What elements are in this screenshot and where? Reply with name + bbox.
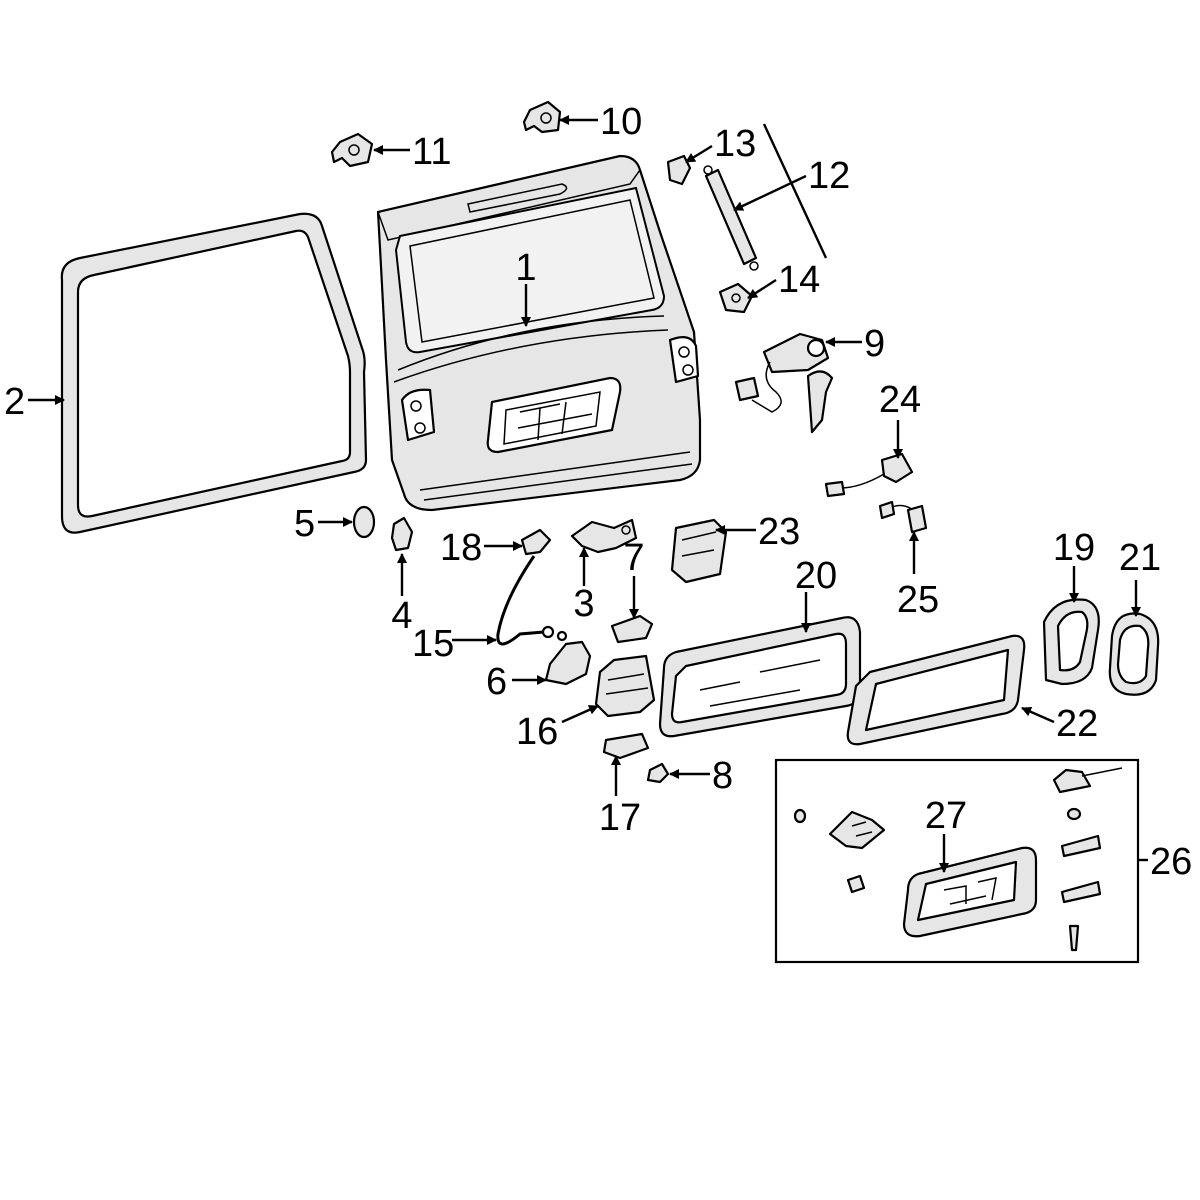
bracket-part-14 <box>718 282 754 314</box>
callout-8: 8 <box>712 755 733 797</box>
callout-13: 13 <box>714 123 756 165</box>
callout-7: 7 <box>623 537 644 579</box>
callout-10: 10 <box>600 101 642 143</box>
hinge-part-11 <box>330 132 374 168</box>
clip-part-18 <box>520 528 552 556</box>
cushion-part-4 <box>390 516 414 552</box>
kit-box-part-26 <box>774 758 1148 964</box>
leader-12-bracket <box>762 123 828 259</box>
seal-part-21 <box>1108 612 1160 696</box>
weatherstrip-part-2 <box>60 212 368 534</box>
callout-3: 3 <box>573 583 594 625</box>
switch-part-7 <box>610 614 654 644</box>
leader-lines <box>28 115 1141 873</box>
callout-14: 14 <box>778 259 820 301</box>
handle-part-6 <box>544 640 592 686</box>
strut-part-12 <box>703 165 759 271</box>
hinge-part-10 <box>522 100 562 134</box>
callout-20: 20 <box>795 555 837 597</box>
callout-2: 2 <box>4 381 25 423</box>
callout-17: 17 <box>599 797 641 839</box>
garnish-part-22 <box>846 634 1026 746</box>
leader-22 <box>1021 706 1055 724</box>
bulb-part-8 <box>646 762 670 784</box>
callout-1: 1 <box>515 247 536 289</box>
callout-11: 11 <box>412 131 451 173</box>
lens-part-17 <box>602 732 650 760</box>
motor-part-23 <box>670 518 728 584</box>
callout-24: 24 <box>879 379 921 421</box>
callout-9: 9 <box>864 323 885 365</box>
lamp-part-16 <box>594 654 656 718</box>
callout-5: 5 <box>294 503 315 545</box>
callout-labels: 1 2 3 4 5 6 7 8 9 10 11 12 13 14 15 16 1… <box>4 101 1192 883</box>
callout-21: 21 <box>1119 537 1161 579</box>
callout-12: 12 <box>808 155 850 197</box>
cable-part-15 <box>496 555 568 646</box>
callout-23: 23 <box>758 511 800 553</box>
leader-13 <box>685 144 713 164</box>
callout-4: 4 <box>391 595 412 637</box>
callout-16: 16 <box>516 711 558 753</box>
callout-27: 27 <box>925 795 967 837</box>
callout-26: 26 <box>1150 841 1192 883</box>
lock-cylinder-part-9 <box>734 332 834 434</box>
callout-15: 15 <box>412 623 454 665</box>
bracket-part-13 <box>666 154 692 186</box>
cushion-part-5 <box>352 505 376 539</box>
callout-22: 22 <box>1056 703 1098 745</box>
harness-part-24 <box>824 452 914 498</box>
garnish-part-20 <box>658 616 862 738</box>
back-door-part-1 <box>376 154 702 512</box>
callout-19: 19 <box>1053 527 1095 569</box>
harness-part-25 <box>878 500 928 534</box>
seal-part-19 <box>1042 598 1100 686</box>
leader-12 <box>733 174 807 212</box>
leader-14 <box>747 278 777 300</box>
callout-6: 6 <box>486 661 507 703</box>
leader-16 <box>561 704 599 724</box>
callout-25: 25 <box>897 579 939 621</box>
garnish-part-27 <box>902 846 1038 938</box>
callout-18: 18 <box>440 527 482 569</box>
